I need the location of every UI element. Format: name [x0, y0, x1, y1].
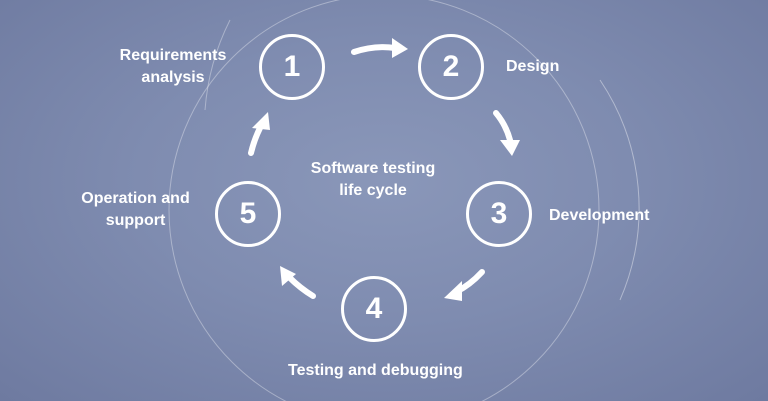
title-line: Software testing [310, 160, 436, 177]
step-number: 4 [365, 292, 383, 325]
arrow-5-to-1-icon [248, 125, 263, 156]
label-line: Development [549, 207, 650, 224]
label-line: support [105, 212, 166, 229]
step-3-circle: 3 [466, 181, 532, 247]
label-line: analysis [141, 69, 205, 86]
step-1-label: Requirements analysis [108, 45, 238, 89]
diagram-title: Software testing life cycle [298, 158, 448, 202]
step-4-label: Testing and debugging [288, 360, 463, 382]
step-2-label: Design [506, 56, 559, 78]
step-number: 3 [490, 197, 508, 230]
label-line: Operation and [81, 190, 190, 207]
step-5-label: Operation and support [68, 188, 203, 232]
arrow-2-to-3-icon [493, 110, 513, 143]
label-line: Requirements [119, 47, 227, 64]
step-4-circle: 4 [341, 276, 407, 342]
step-1-circle: 1 [259, 34, 325, 100]
step-number: 5 [239, 197, 257, 230]
step-2-circle: 2 [418, 34, 484, 100]
label-line: Testing and debugging [288, 362, 463, 379]
title-line: life cycle [339, 182, 407, 199]
arrow-4-to-5-icon [287, 275, 316, 299]
step-number: 1 [283, 50, 301, 83]
label-line: Design [506, 58, 560, 75]
step-5-circle: 5 [215, 181, 281, 247]
step-number: 2 [442, 50, 460, 83]
arrow-1-to-2-icon [351, 44, 398, 55]
step-3-label: Development [549, 205, 649, 227]
